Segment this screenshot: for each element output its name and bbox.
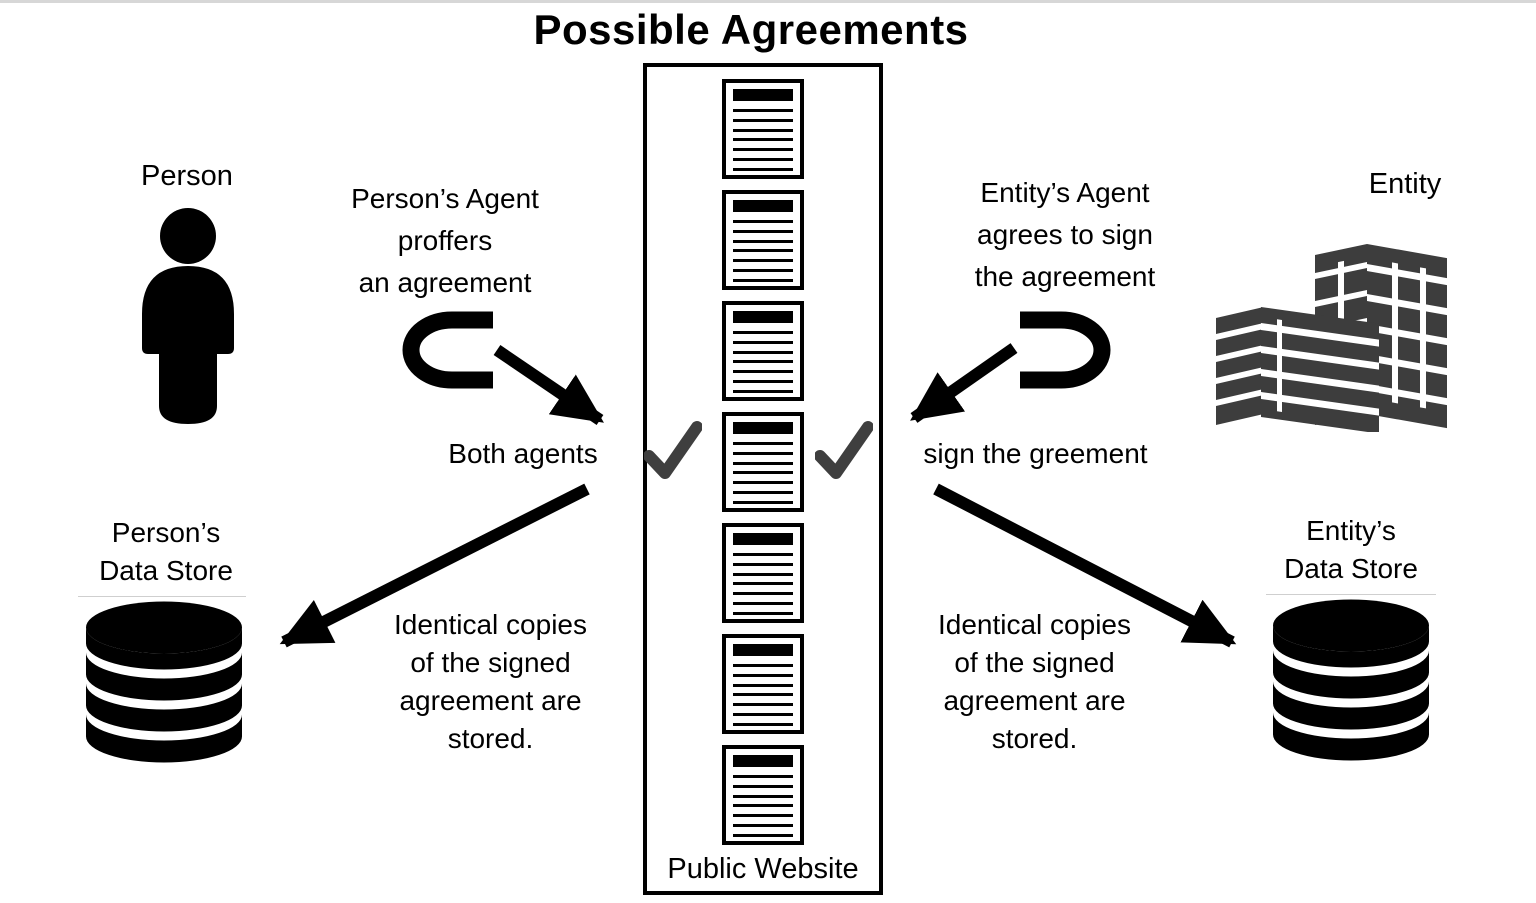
database-icon <box>1273 599 1429 761</box>
top-edge-strip <box>0 0 1536 3</box>
note-line: Identical copies <box>937 609 1131 640</box>
label-line: Entity’s <box>1306 515 1396 546</box>
entity-data-store-label: Entity’s Data Store <box>1261 512 1441 588</box>
public-website-box: Public Website <box>643 63 883 895</box>
document-icon <box>722 523 804 623</box>
note-line: agreement are <box>399 685 582 716</box>
caption-line: Entity’s Agent <box>980 177 1150 208</box>
note-line: of the signed <box>954 647 1115 678</box>
proffer-arc-icon <box>402 311 493 389</box>
sign-agreement-caption: sign the greement <box>923 438 1148 469</box>
caption-line: proffers <box>397 225 493 256</box>
person-agent-caption: Person’s Agent proffers an agreement <box>330 178 560 304</box>
divider <box>1266 594 1436 595</box>
document-stack <box>647 67 879 845</box>
checkmark-icon <box>815 421 873 479</box>
person-label: Person <box>141 160 233 192</box>
document-icon <box>722 412 804 512</box>
note-line: stored. <box>991 723 1078 754</box>
label-line: Data Store <box>99 555 233 586</box>
diagram-title: Possible Agreements <box>533 6 969 53</box>
buildings-icon <box>1216 243 1447 432</box>
both-agents-caption: Both agents <box>448 438 598 469</box>
note-line: stored. <box>447 723 534 754</box>
label-line: Person’s <box>111 517 221 548</box>
stored-note-right: Identical copies of the signed agreement… <box>912 606 1157 758</box>
caption-line: agrees to sign <box>977 219 1153 250</box>
arrow-person-agent-to-website <box>493 345 604 425</box>
stored-note-left: Identical copies of the signed agreement… <box>368 606 613 758</box>
checkmark-icon <box>644 421 702 479</box>
document-icon <box>722 190 804 290</box>
document-icon <box>722 634 804 734</box>
document-icon <box>722 745 804 845</box>
public-website-label: Public Website <box>667 853 859 885</box>
entity-agent-caption: Entity’s Agent agrees to sign the agreem… <box>945 172 1185 298</box>
note-line: Identical copies <box>393 609 587 640</box>
person-icon <box>142 208 234 424</box>
document-icon <box>722 301 804 401</box>
agree-arc-icon <box>1020 311 1111 389</box>
divider <box>78 596 246 597</box>
note-line: agreement are <box>943 685 1126 716</box>
caption-line: an agreement <box>358 267 532 298</box>
database-icon <box>86 601 242 763</box>
person-data-store-label: Person’s Data Store <box>76 514 256 590</box>
arrow-entity-agent-to-website <box>910 343 1018 423</box>
document-icon <box>722 79 804 179</box>
caption-line: Person’s Agent <box>351 183 539 214</box>
note-line: of the signed <box>410 647 571 678</box>
caption-line: the agreement <box>974 261 1156 292</box>
entity-label: Entity <box>1368 168 1442 200</box>
label-line: Data Store <box>1284 553 1418 584</box>
